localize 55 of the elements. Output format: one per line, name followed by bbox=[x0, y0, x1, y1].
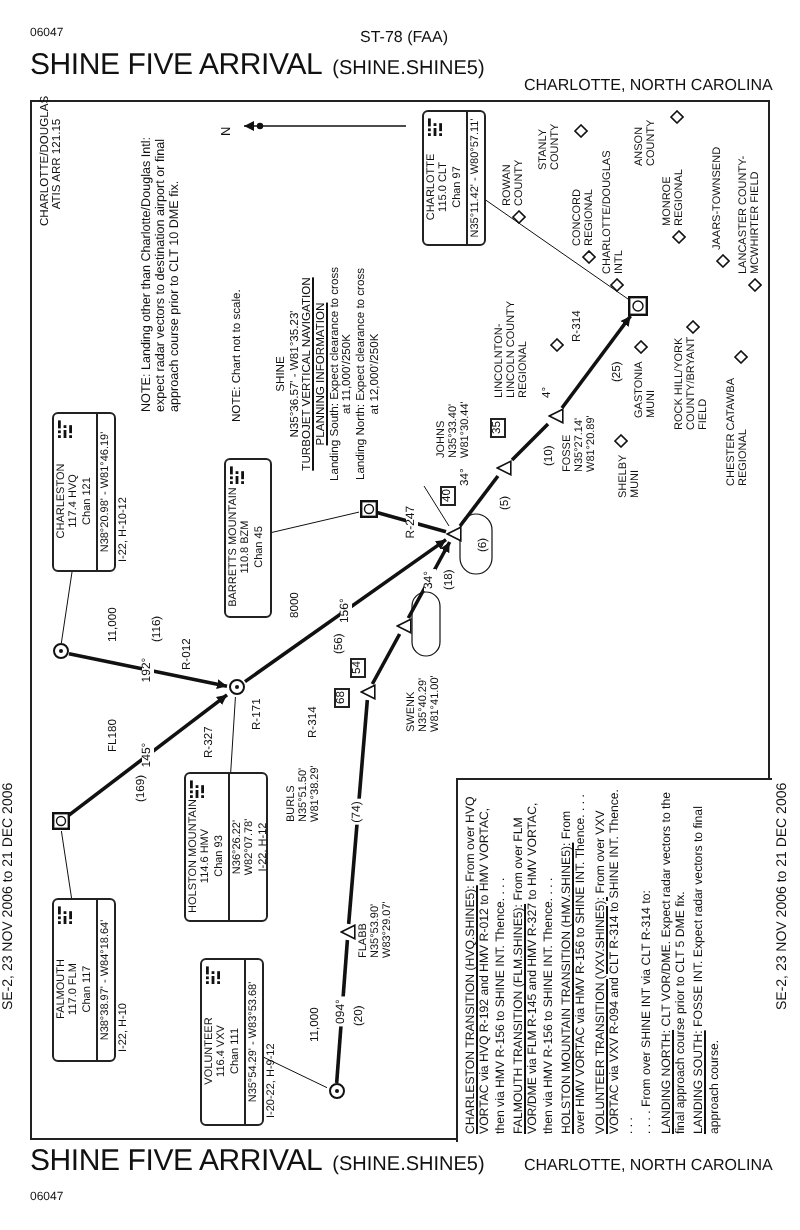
route-line bbox=[458, 474, 500, 528]
vortac-symbol bbox=[227, 679, 245, 697]
airport-symbol bbox=[609, 279, 623, 293]
leader-line bbox=[423, 485, 450, 527]
location-text: CHARLOTTE, NORTH CAROLINA bbox=[524, 1156, 773, 1174]
fix-symbol bbox=[360, 684, 376, 700]
vor-dme-symbol bbox=[51, 813, 69, 831]
airport-symbol bbox=[633, 341, 647, 355]
chart-code: ST-78 (FAA) bbox=[360, 28, 449, 46]
leader-line bbox=[60, 830, 73, 899]
navaid-info-box bbox=[422, 110, 486, 246]
fix-symbol bbox=[340, 924, 356, 940]
airport-symbol bbox=[613, 435, 627, 449]
navaid-info-box bbox=[52, 412, 116, 572]
footer-title: SHINE FIVE ARRIVAL bbox=[30, 1144, 323, 1178]
route-line bbox=[68, 652, 228, 690]
vor-dme-symbol bbox=[628, 296, 648, 316]
leader-line bbox=[485, 199, 629, 300]
route-line bbox=[406, 541, 452, 619]
airport-symbol bbox=[671, 231, 685, 245]
chart-title: SHINE FIVE ARRIVAL bbox=[30, 48, 323, 82]
procedure-code: (SHINE.SHINE5) bbox=[332, 1154, 485, 1176]
airport-symbol bbox=[549, 339, 563, 353]
leader-line bbox=[230, 696, 236, 773]
fix-symbol bbox=[396, 618, 412, 634]
route-line bbox=[243, 538, 448, 684]
navaid-info-box bbox=[224, 458, 272, 618]
vortac-symbol bbox=[51, 643, 69, 661]
route-line bbox=[510, 422, 550, 462]
leader-line bbox=[60, 571, 73, 644]
airport-symbol bbox=[747, 279, 761, 293]
procedure-code: (SHINE.SHINE5) bbox=[332, 58, 485, 80]
route-line bbox=[346, 699, 370, 925]
leader-line bbox=[263, 1056, 328, 1089]
fix-symbol bbox=[548, 408, 564, 424]
fix-symbol bbox=[446, 526, 462, 542]
navaid-info-box bbox=[52, 898, 116, 1062]
route-line bbox=[560, 314, 632, 410]
airport-symbol bbox=[573, 125, 587, 139]
route-line bbox=[370, 633, 402, 685]
vortac-symbol bbox=[327, 1083, 345, 1101]
navaid-info-box bbox=[184, 772, 268, 922]
navaid-info-box bbox=[200, 958, 264, 1126]
airport-symbol bbox=[669, 111, 683, 125]
fix-symbol bbox=[496, 460, 512, 476]
airport-symbol bbox=[733, 351, 747, 365]
airport-symbol bbox=[685, 321, 699, 335]
route-line bbox=[376, 510, 447, 534]
vor-dme-symbol bbox=[359, 501, 377, 519]
leader-line bbox=[271, 511, 360, 533]
airport-symbol bbox=[581, 251, 595, 265]
airport-symbol bbox=[715, 255, 729, 269]
airport-symbol bbox=[511, 211, 525, 225]
location-text: CHARLOTTE, NORTH CAROLINA bbox=[524, 76, 773, 94]
route-line bbox=[67, 693, 229, 817]
